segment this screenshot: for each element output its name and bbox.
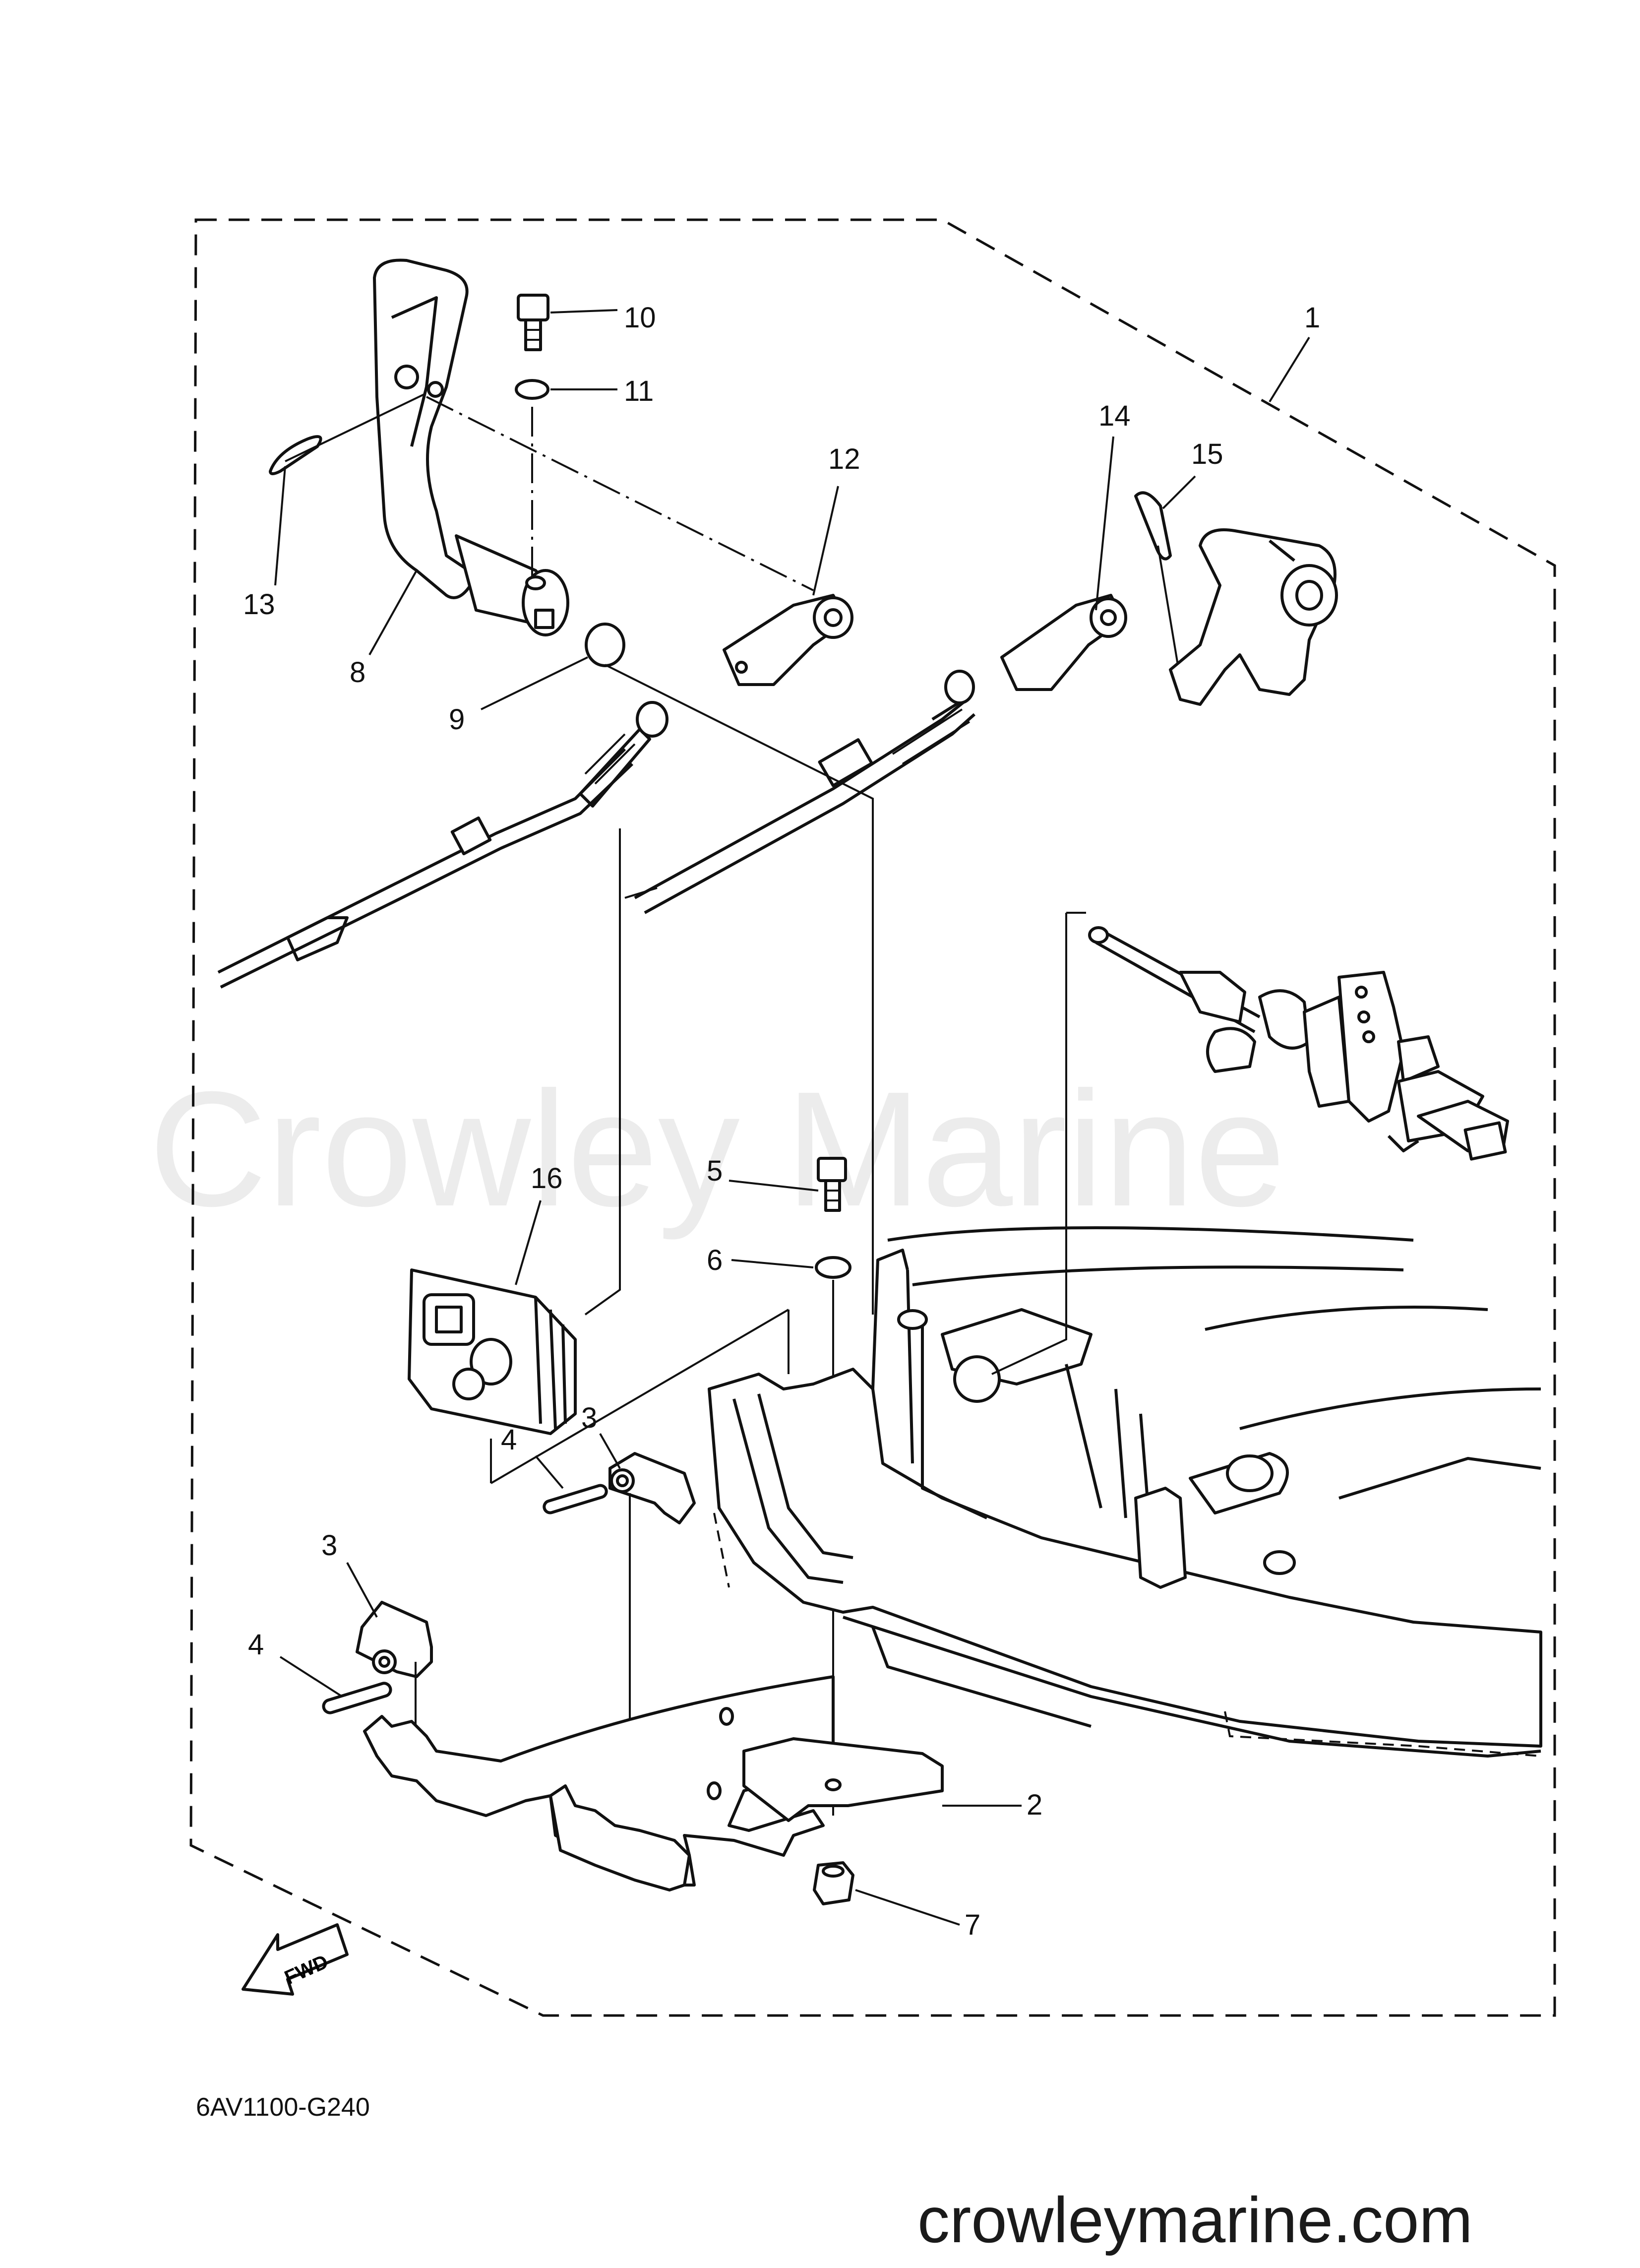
- washer-part-6: [815, 1256, 851, 1279]
- callout-9: 9: [449, 703, 465, 736]
- callout-3-right: 3: [581, 1402, 597, 1434]
- washer-part-11: [515, 379, 549, 400]
- callout-14: 14: [1098, 400, 1131, 432]
- callout-1: 1: [1304, 302, 1320, 334]
- callout-16: 16: [531, 1162, 563, 1195]
- fwd-arrow-icon: FWD: [242, 1923, 349, 1996]
- bolt-part-5: [817, 1157, 847, 1212]
- cowling-hidden-edge: [1224, 1711, 1541, 1757]
- bottom-cowling: [708, 1226, 1542, 1758]
- callout-8: 8: [350, 656, 365, 689]
- callout-4-left: 4: [248, 1629, 264, 1661]
- reference-line-16: [490, 1309, 790, 1484]
- callout-7: 7: [965, 1909, 980, 1941]
- callout-12: 12: [828, 443, 860, 475]
- shift-rod-assembly: [1088, 926, 1509, 1161]
- bolt-part-10: [517, 294, 549, 351]
- callout-numbers: 1 2 3 3 4 4 5 6 7 8 9 10 11 12 13 14 15 …: [243, 302, 1320, 1941]
- reference-line-cable-tip: [624, 887, 658, 899]
- callout-6: 6: [707, 1244, 723, 1276]
- leader-lines: [274, 309, 1310, 1926]
- callout-3-left: 3: [321, 1529, 337, 1562]
- reference-line-left: [584, 828, 621, 1316]
- chain-line-lever: [426, 396, 814, 591]
- clip-15-axis: [1157, 545, 1179, 665]
- bracket-part-16: [408, 1268, 577, 1435]
- callout-11: 11: [624, 375, 654, 407]
- diagram-code: 6AV1100-G240: [196, 2093, 370, 2122]
- watermark-text: Crowley Marine: [149, 1057, 1285, 1241]
- bracket-plate-part-2: [363, 1675, 944, 1891]
- callout-13: 13: [243, 588, 275, 621]
- callout-15: 15: [1191, 438, 1223, 470]
- nut-part-7: [813, 1861, 854, 1905]
- website-text: crowleymarine.com: [917, 2184, 1473, 2256]
- shift-lever-top: [1169, 528, 1338, 706]
- callout-4-right: 4: [501, 1424, 517, 1456]
- cables: [217, 670, 975, 989]
- callout-10: 10: [624, 302, 656, 334]
- pin-part-4-left: [322, 1682, 392, 1714]
- pin-part-4-right: [543, 1484, 608, 1514]
- bracket-part-3-right: [608, 1452, 696, 1845]
- callout-2: 2: [1027, 1789, 1042, 1821]
- assembly-boundary: [189, 218, 1556, 2017]
- callout-5: 5: [707, 1155, 723, 1187]
- clip-part-13: [269, 393, 425, 475]
- reference-line-right: [605, 664, 874, 1315]
- clip-part-15: [1134, 491, 1172, 561]
- shift-rod-reference-line: [991, 913, 1067, 1375]
- bracket-part-3-left: [356, 1601, 433, 1726]
- cable-end-part-14: [1000, 594, 1127, 691]
- cable-end-part-12: [723, 594, 853, 686]
- o-ring-part-9: [585, 623, 625, 667]
- lever-part-8: [373, 258, 569, 636]
